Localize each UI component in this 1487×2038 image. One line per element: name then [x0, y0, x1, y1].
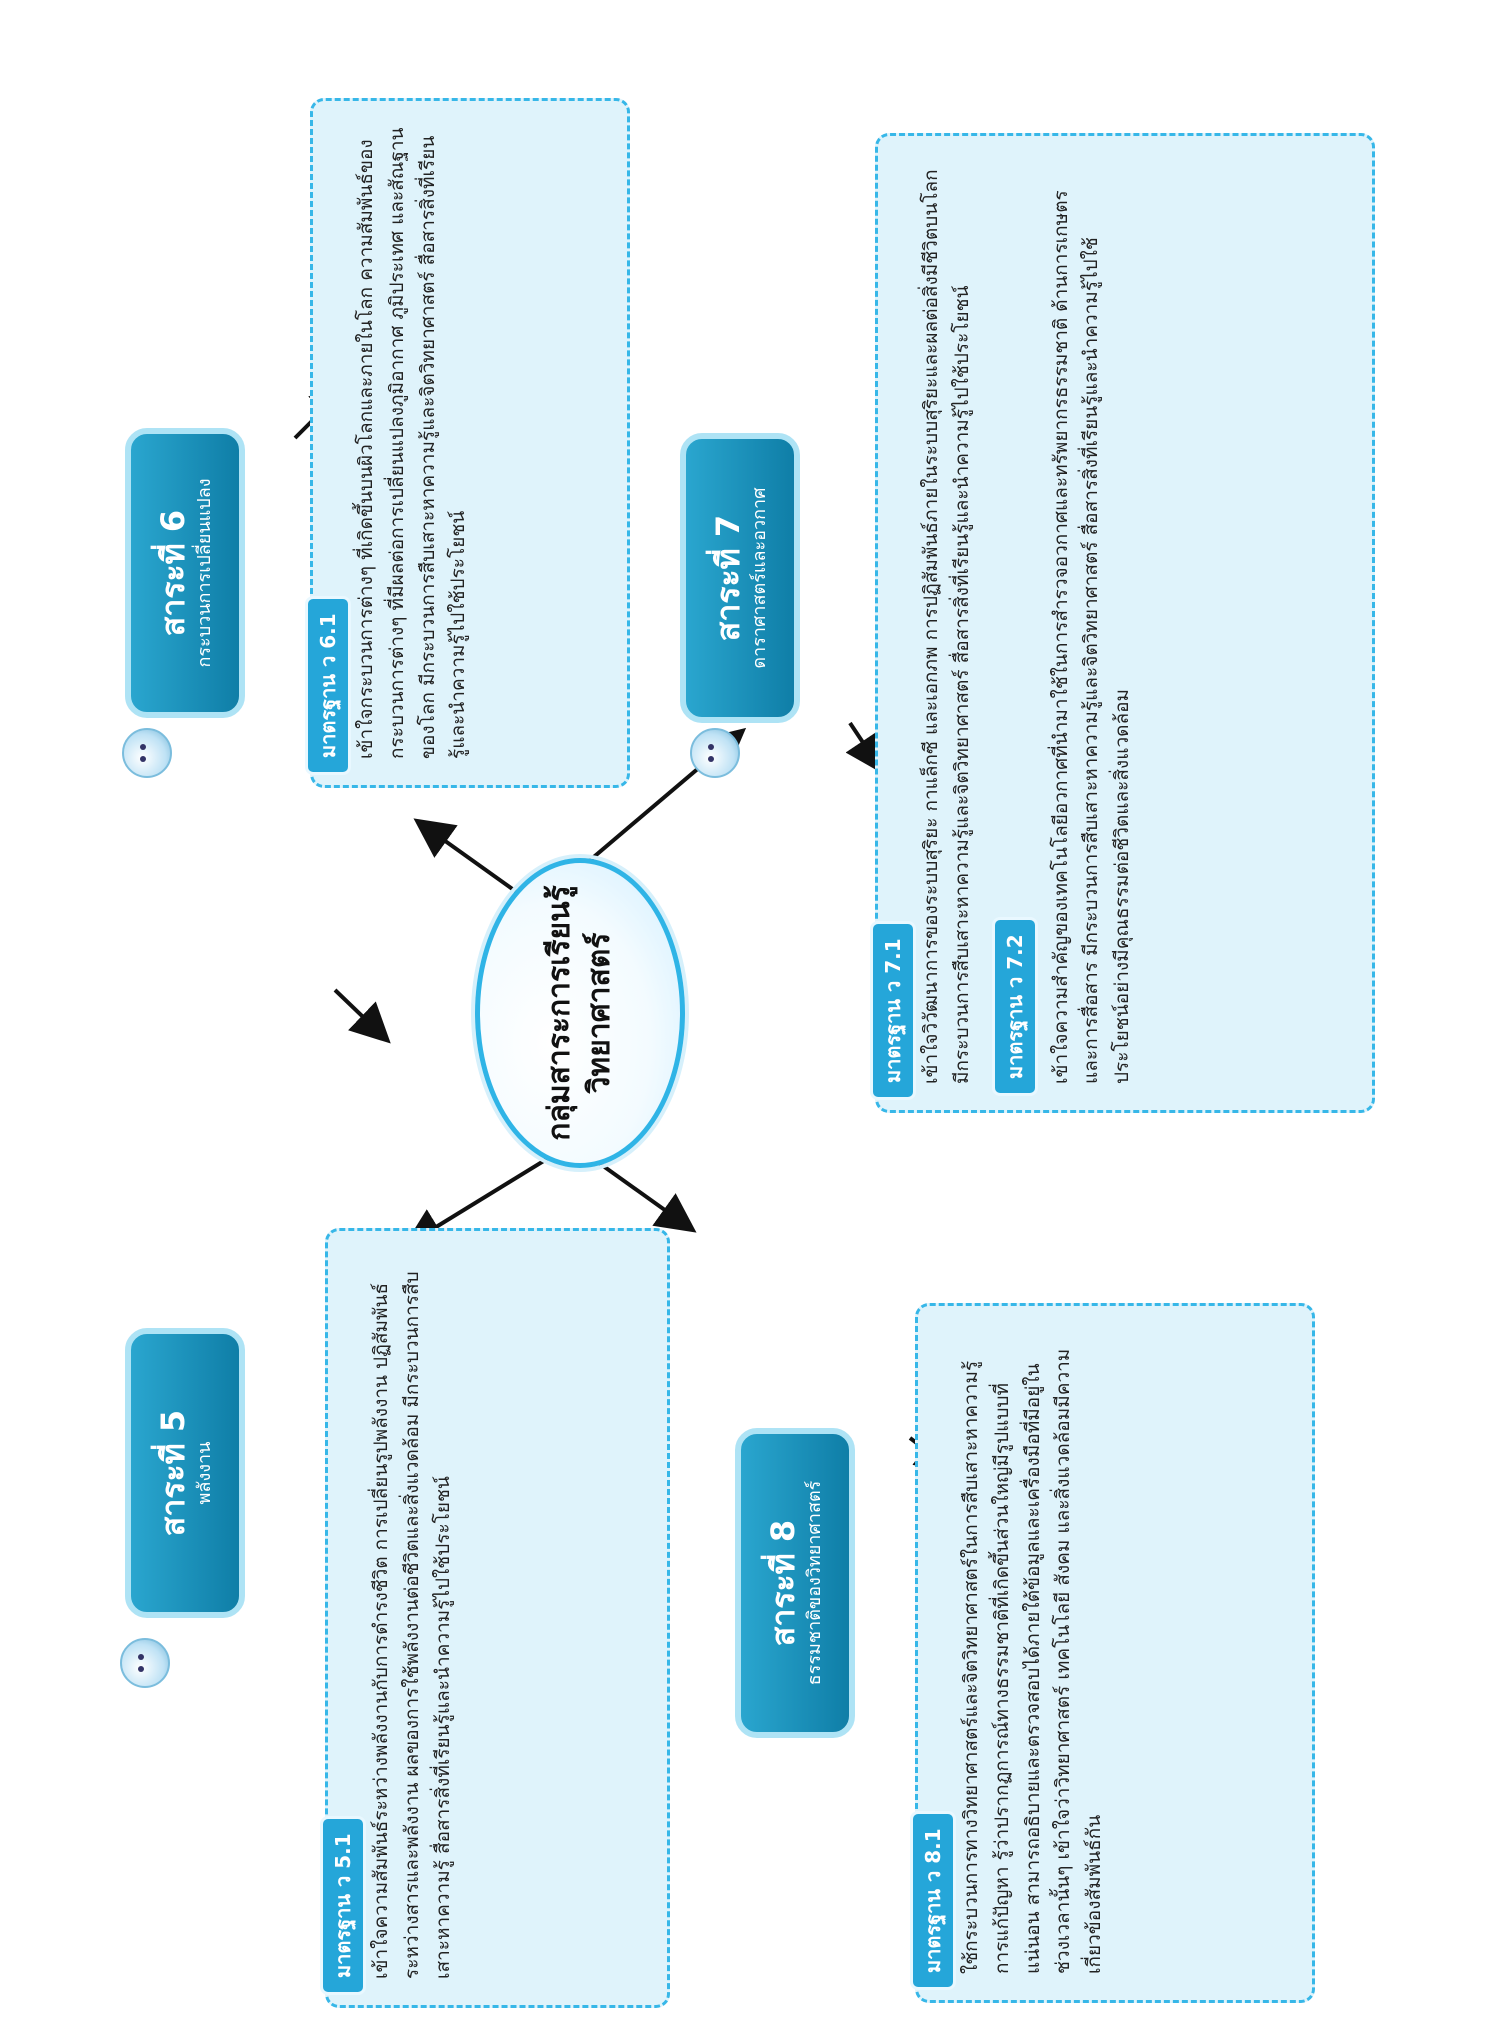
- standard-7-1-label: มาตรฐาน ว 7.1: [870, 921, 916, 1100]
- strand-7-box: สาระที่ 7 ดาราศาสตร์และอวกาศ: [680, 433, 800, 723]
- strand-5-title: สาระที่ 5: [154, 1409, 193, 1537]
- strand-5-box: สาระที่ 5 พลังงาน: [125, 1328, 245, 1618]
- standard-6-1-box: มาตรฐาน ว 6.1 เข้าใจกระบวนการต่างๆ ที่เก…: [305, 98, 630, 788]
- center-topic-line1: กลุ่มสาระการเรียนรู้: [541, 885, 577, 1141]
- strand-7-subtitle: ดาราศาสตร์และอวกาศ: [748, 487, 770, 669]
- center-topic-line2: วิทยาศาสตร์: [582, 932, 617, 1094]
- strand-6-box: สาระที่ 6 กระบวนการเปลี่ยนแปลง: [125, 428, 245, 718]
- standard-8-1-box: มาตรฐาน ว 8.1 ใช้กระบวนการทางวิทยาศาสตร์…: [910, 1303, 1315, 2003]
- standard-5-1-label: มาตรฐาน ว 5.1: [320, 1816, 366, 1995]
- standard-8-1-text: ใช้กระบวนการทางวิทยาศาสตร์และจิตวิทยาศาส…: [960, 1348, 1106, 1974]
- standard-5-1-text: เข้าใจความสัมพันธ์ระหว่างพลังงานกับการดำ…: [370, 1271, 454, 1979]
- strand-5-subtitle: พลังงาน: [193, 1441, 215, 1505]
- strand-7-title: สาระที่ 7: [709, 514, 748, 642]
- strand-8-box: สาระที่ 8 ธรรมชาติของวิทยาศาสตร์: [735, 1428, 855, 1738]
- strand-6-title: สาระที่ 6: [154, 509, 193, 637]
- arrow-s5-to-box: [333, 988, 391, 1044]
- strand-6-subtitle: กระบวนการเปลี่ยนแปลง: [193, 478, 215, 668]
- standard-7-box: มาตรฐาน ว 7.1 เข้าใจวิวัฒนาการของระบบสุร…: [870, 133, 1375, 1113]
- robot-mascot-icon: [690, 728, 740, 778]
- standard-5-1-box: มาตรฐาน ว 5.1 เข้าใจความสัมพันธ์ระหว่างพ…: [320, 1228, 670, 2008]
- strand-8-subtitle: ธรรมชาติของวิทยาศาสตร์: [803, 1480, 825, 1686]
- standard-7-2-text: เข้าใจความสำคัญของเทคโนโลยีอวกาศที่นำมาใ…: [1049, 190, 1134, 1084]
- robot-mascot-icon: [120, 1638, 170, 1688]
- standard-6-1-label: มาตรฐาน ว 6.1: [305, 596, 351, 775]
- strand-8-title: สาระที่ 8: [764, 1519, 803, 1647]
- standard-6-1-text: เข้าใจกระบวนการต่างๆ ที่เกิดขึ้นบนผิวโลก…: [355, 127, 470, 759]
- standard-8-1-label: มาตรฐาน ว 8.1: [910, 1811, 956, 1990]
- center-topic: กลุ่มสาระการเรียนรู้ วิทยาศาสตร์: [475, 858, 685, 1168]
- standard-7-1-text: เข้าใจวิวัฒนาการของระบบสุริยะ กาแล็กซี แ…: [920, 169, 973, 1084]
- standard-7-2-label: มาตรฐาน ว 7.2: [991, 917, 1038, 1096]
- robot-mascot-icon: [122, 728, 172, 778]
